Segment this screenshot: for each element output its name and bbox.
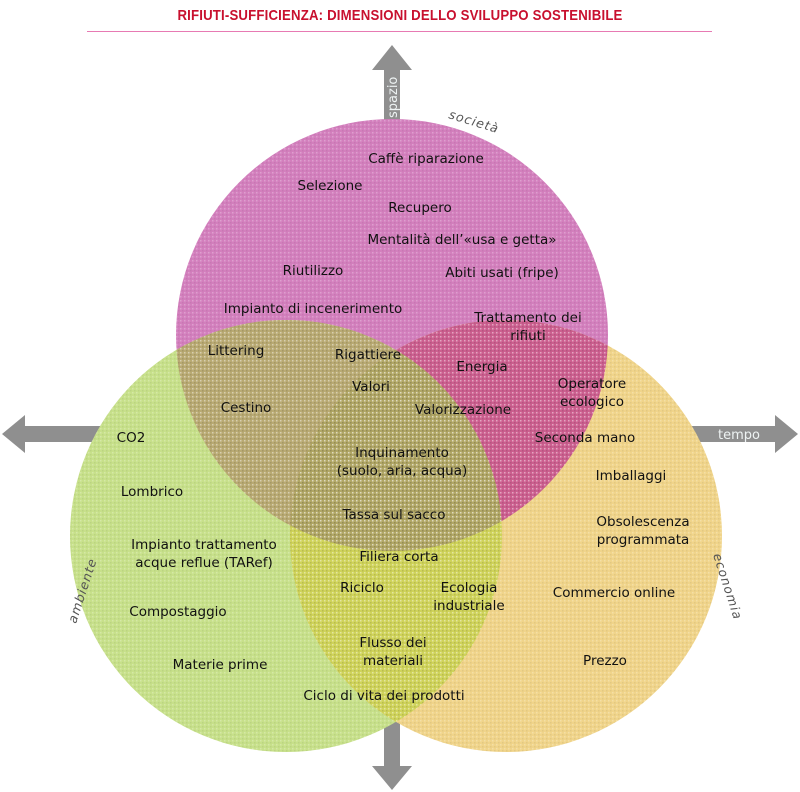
item-label: Operatore ecologico <box>558 376 626 410</box>
item-label-line: Caffè riparazione <box>368 151 484 167</box>
item-label: Inquinamento (suolo, aria, acqua) <box>337 445 468 479</box>
item-label: Riciclo <box>340 580 384 596</box>
item-label-line: Materie prime <box>173 657 268 673</box>
item-label: Valori <box>352 379 390 395</box>
item-label: Lombrico <box>121 484 183 500</box>
item-label-line: Filiera corta <box>359 549 438 565</box>
item-label-line: programmata <box>597 532 690 548</box>
item-label-line: rifiuti <box>510 328 545 344</box>
item-label-line: Trattamento dei <box>473 310 581 326</box>
item-label-line: Tassa sul sacco <box>342 507 446 523</box>
item-label: Trattamento dei rifiuti <box>473 310 581 344</box>
item-label-line: Selezione <box>298 178 363 194</box>
item-label-line: Flusso dei <box>359 635 426 651</box>
item-label: Impianto trattamento acque reflue (TARef) <box>131 537 277 571</box>
item-label: Compostaggio <box>129 604 226 620</box>
arrow-right-icon <box>690 415 798 453</box>
item-label-line: Compostaggio <box>129 604 226 620</box>
item-label: Valorizzazione <box>415 402 511 418</box>
diagram-title: RIFIUTI-SUFFICIENZA: DIMENSIONI DELLO SV… <box>177 7 623 24</box>
item-label: Caffè riparazione <box>368 151 484 167</box>
item-label-line: Ecologia <box>441 580 498 596</box>
item-label-line: Impianto di incenerimento <box>224 301 403 317</box>
item-label: Cestino <box>221 400 272 416</box>
arrow-up-icon <box>372 45 412 125</box>
title-divider <box>87 31 712 32</box>
item-label-line: CO2 <box>117 430 146 446</box>
item-label-line: Mentalità dell’«usa e getta» <box>367 232 556 248</box>
item-label-line: Obsolescenza <box>596 514 689 530</box>
item-label-line: industriale <box>433 598 504 614</box>
item-label-line: Valori <box>352 379 390 395</box>
item-label: Tassa sul sacco <box>342 507 446 523</box>
item-label-line: Lombrico <box>121 484 183 500</box>
item-label: Abiti usati (fripe) <box>445 265 559 281</box>
item-label: CO2 <box>117 430 146 446</box>
item-label-line: Valorizzazione <box>415 402 511 418</box>
item-label: Seconda mano <box>535 430 636 446</box>
item-label: Materie prime <box>173 657 268 673</box>
item-label-line: materiali <box>363 653 423 669</box>
arrow-down-icon <box>372 720 412 790</box>
axis-label-tempo: tempo <box>718 428 760 443</box>
item-label: Selezione <box>298 178 363 194</box>
item-label-line: Rigattiere <box>335 347 401 363</box>
axis-label-spazio: spazio <box>386 77 401 118</box>
item-label-line: Seconda mano <box>535 430 636 446</box>
item-label: Filiera corta <box>359 549 438 565</box>
item-label-line: Recupero <box>388 200 451 216</box>
item-label: Commercio online <box>553 585 675 601</box>
arrow-left-icon <box>2 415 110 453</box>
item-label-line: Ciclo di vita dei prodotti <box>303 688 464 704</box>
item-label-line: ecologico <box>560 394 624 410</box>
item-label: Rigattiere <box>335 347 401 363</box>
item-label-line: acque reflue (TARef) <box>135 555 272 571</box>
item-label: Prezzo <box>583 653 627 669</box>
item-label-line: Commercio online <box>553 585 675 601</box>
item-label-line: Littering <box>208 343 265 359</box>
item-label-line: Cestino <box>221 400 272 416</box>
item-label: Flusso dei materiali <box>359 635 426 669</box>
item-labels: Caffè riparazioneSelezioneRecuperoMental… <box>117 151 690 704</box>
item-label: Recupero <box>388 200 451 216</box>
item-label: Riutilizzo <box>283 263 344 279</box>
item-label-line: Prezzo <box>583 653 627 669</box>
item-label: Impianto di incenerimento <box>224 301 403 317</box>
item-label-line: Inquinamento <box>355 445 449 461</box>
item-label-line: Abiti usati (fripe) <box>445 265 559 281</box>
item-label: Imballaggi <box>596 468 667 484</box>
axis-arrows: spazio tempo <box>2 45 798 790</box>
item-label: Ciclo di vita dei prodotti <box>303 688 464 704</box>
item-label-line: (suolo, aria, acqua) <box>337 463 468 479</box>
item-label-line: Imballaggi <box>596 468 667 484</box>
item-label-line: Riutilizzo <box>283 263 344 279</box>
item-label: Ecologia industriale <box>433 580 504 614</box>
item-label-line: Riciclo <box>340 580 384 596</box>
item-label: Energia <box>456 359 507 375</box>
item-label: Obsolescenza programmata <box>596 514 689 548</box>
item-label: Littering <box>208 343 265 359</box>
item-label-line: Impianto trattamento <box>131 537 277 553</box>
item-label-line: Energia <box>456 359 507 375</box>
item-label: Mentalità dell’«usa e getta» <box>367 232 556 248</box>
item-label-line: Operatore <box>558 376 626 392</box>
